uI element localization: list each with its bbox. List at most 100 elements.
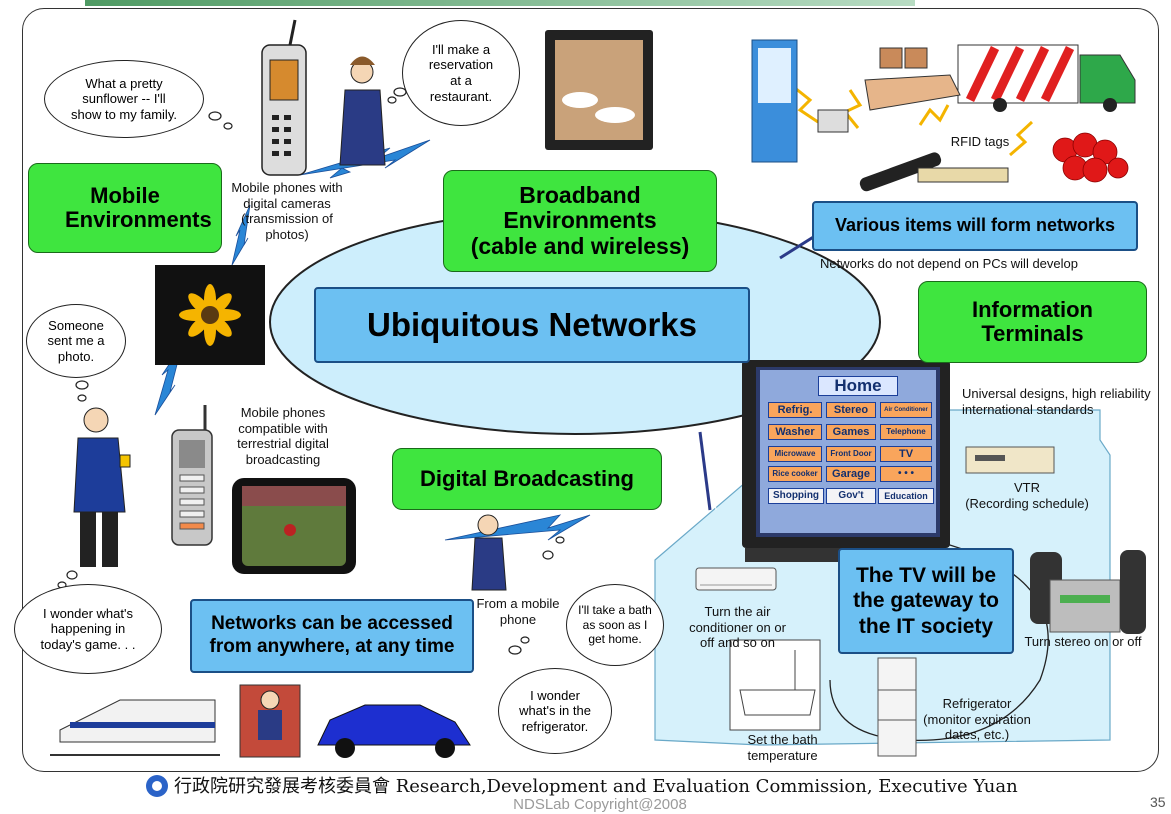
bubble-bath: I'll take a bath as soon as I get home. bbox=[566, 584, 664, 666]
broadband-line-3: (cable and wireless) bbox=[470, 232, 690, 259]
stereo-label: Turn stereo on or off bbox=[1024, 634, 1142, 649]
stereo-illustration bbox=[1030, 550, 1146, 634]
digital-broadcasting-label: Digital Broadcasting bbox=[420, 465, 634, 491]
car-illustration bbox=[317, 704, 471, 758]
tv-btn-washer[interactable]: Washer bbox=[768, 424, 822, 440]
tv-btn-games[interactable]: Games bbox=[826, 424, 876, 440]
bubble-fridge-line-1: I wonder bbox=[530, 687, 580, 703]
universal-line-1: Universal designs, high reliability bbox=[962, 386, 1151, 401]
restaurant-photo bbox=[545, 30, 653, 150]
truck-illustration bbox=[957, 44, 1136, 112]
various-items-box: Various items will form networks bbox=[812, 201, 1138, 251]
bubble-photo: Someone sent me a photo. bbox=[26, 304, 126, 378]
footer-copyright: NDSLab Copyright@2008 bbox=[513, 796, 687, 813]
mobile-cameras-line-1: Mobile phones with bbox=[231, 180, 343, 195]
bubble-sunflower: What a pretty sunflower -- I'll show to … bbox=[44, 60, 204, 138]
tv-btn-govt[interactable]: Gov't bbox=[826, 488, 876, 504]
air-conditioner-illustration bbox=[695, 567, 777, 591]
information-terminals-line-2: Terminals bbox=[981, 321, 1084, 346]
mobile-environments-box: Mobile Environments bbox=[28, 163, 222, 253]
rfid-tag-illustration bbox=[917, 167, 1009, 183]
from-mobile-line-1: From a mobile bbox=[476, 596, 560, 611]
bubble-sunflower-line-2: sunflower -- I'll bbox=[82, 91, 166, 107]
from-mobile-line-2: phone bbox=[499, 611, 537, 627]
bubble-bath-line-2: as soon as I bbox=[582, 617, 648, 632]
air-conditioner-line-1: Turn the air bbox=[704, 604, 771, 619]
bubble-photo-line-1: Someone bbox=[48, 317, 104, 333]
bubble-photo-line-3: photo. bbox=[57, 348, 95, 364]
sunflower-photo bbox=[155, 265, 265, 365]
vtr-label: VTR (Recording schedule) bbox=[962, 480, 1092, 511]
air-conditioner-line-2: conditioner on or bbox=[689, 619, 786, 635]
tv-btn-telephone[interactable]: Telephone bbox=[880, 424, 932, 440]
bubble-fridge-line-2: what's in the bbox=[519, 703, 591, 719]
tv-btn-tv[interactable]: TV bbox=[880, 446, 932, 462]
universal-line-2: international standards bbox=[962, 401, 1094, 417]
broadcast-phone-illustration bbox=[171, 405, 213, 546]
bubble-bath-line-3: get home. bbox=[588, 632, 642, 647]
fridge-line-1: Refrigerator bbox=[942, 696, 1012, 711]
mobile-terrestrial-label: Mobile phones compatible with terrestria… bbox=[222, 405, 344, 467]
vtr-line-1: VTR bbox=[1014, 480, 1040, 495]
fridge-line-3: dates, etc.) bbox=[944, 727, 1010, 743]
bubble-sunflower-line-1: What a pretty bbox=[85, 75, 163, 91]
tv-btn-refrig[interactable]: Refrig. bbox=[768, 402, 822, 418]
bubble-bath-line-1: I'll take a bath bbox=[578, 603, 652, 618]
tv-btn-rice-cooker[interactable]: Rice cooker bbox=[768, 466, 822, 482]
from-mobile-label: From a mobile phone bbox=[468, 596, 568, 627]
mobile-cameras-line-3: (transmission of bbox=[241, 211, 333, 227]
rfid-tags-label: RFID tags bbox=[950, 134, 1010, 149]
bath-label: Set the bath temperature bbox=[735, 732, 830, 763]
networks-not-pcs-label: Networks do not depend on PCs will devel… bbox=[820, 256, 1078, 271]
bubble-fridge: I wonder what's in the refrigerator. bbox=[498, 668, 612, 754]
bath-line-1: Set the bath bbox=[747, 732, 818, 747]
woman-mobile-illustration bbox=[471, 514, 507, 591]
networks-anytime-line-2: from anywhere, at any time bbox=[209, 636, 455, 657]
bathroom-illustration bbox=[729, 639, 821, 731]
tv-btn-microwave[interactable]: Microwave bbox=[768, 446, 822, 462]
woman-with-phone-illustration bbox=[339, 56, 386, 166]
tv-btn-education[interactable]: Education bbox=[878, 488, 934, 504]
universal-designs-label: Universal designs, high reliability inte… bbox=[962, 386, 1167, 417]
vending-machine-illustration bbox=[751, 39, 798, 163]
tv-btn-shopping[interactable]: Shopping bbox=[768, 488, 824, 504]
air-conditioner-line-3: off and so on bbox=[700, 635, 775, 651]
bubble-reservation-line-2: reservation bbox=[428, 57, 494, 73]
bubble-game: I wonder what's happening in today's gam… bbox=[14, 584, 162, 674]
information-terminals-box: Information Terminals bbox=[918, 281, 1147, 363]
bubble-reservation-line-4: restaurant. bbox=[429, 88, 493, 104]
fridge-label: Refrigerator (monitor expiration dates, … bbox=[912, 696, 1042, 743]
tv-btn-more[interactable]: • • • bbox=[880, 466, 932, 482]
tv-btn-air-conditioner[interactable]: Air Conditioner bbox=[880, 402, 932, 418]
fridge-line-2: (monitor expiration bbox=[923, 711, 1031, 727]
networks-anytime-box: Networks can be accessed from anywhere, … bbox=[190, 599, 474, 673]
networks-anytime-line-1: Networks can be accessed bbox=[211, 613, 453, 635]
various-items-label: Various items will form networks bbox=[834, 215, 1116, 236]
tv-btn-stereo[interactable]: Stereo bbox=[826, 402, 876, 418]
tv-btn-front-door[interactable]: Front Door bbox=[826, 446, 876, 462]
sports-broadcast-photo bbox=[232, 478, 356, 574]
mobile-terrestrial-line-2: compatible with bbox=[238, 420, 328, 436]
rfid-chip-illustration bbox=[817, 109, 849, 133]
digital-broadcasting-box: Digital Broadcasting bbox=[392, 448, 662, 510]
mobile-cameras-line-2: digital cameras bbox=[243, 195, 331, 211]
bubble-game-line-3: today's game. . . bbox=[40, 636, 136, 652]
rfid-reader-illustration bbox=[859, 152, 942, 192]
bubble-photo-line-2: sent me a bbox=[47, 333, 105, 349]
mobile-cameras-label: Mobile phones with digital cameras (tran… bbox=[222, 180, 352, 242]
information-terminals-line-1: Information bbox=[972, 296, 1093, 322]
mobile-environments-label: Mobile Environments bbox=[65, 182, 212, 232]
bath-line-2: temperature bbox=[747, 747, 818, 763]
vtr-illustration bbox=[965, 446, 1055, 474]
broadband-line-1: Broadband bbox=[519, 182, 641, 209]
rdec-logo-icon bbox=[146, 775, 168, 797]
tv-btn-garage[interactable]: Garage bbox=[826, 466, 876, 482]
bubble-fridge-line-3: refrigerator. bbox=[521, 718, 589, 734]
man-with-phone-illustration bbox=[73, 407, 131, 567]
camera-phone-illustration bbox=[261, 19, 307, 176]
bubble-game-line-1: I wonder what's bbox=[43, 605, 133, 621]
bubble-sunflower-line-3: show to my family. bbox=[71, 106, 177, 122]
mobile-terrestrial-line-3: terrestrial digital bbox=[237, 436, 329, 452]
broadband-environments-box: Broadband Environments (cable and wirele… bbox=[443, 170, 717, 272]
bubble-reservation-line-1: I'll make a bbox=[431, 41, 491, 57]
